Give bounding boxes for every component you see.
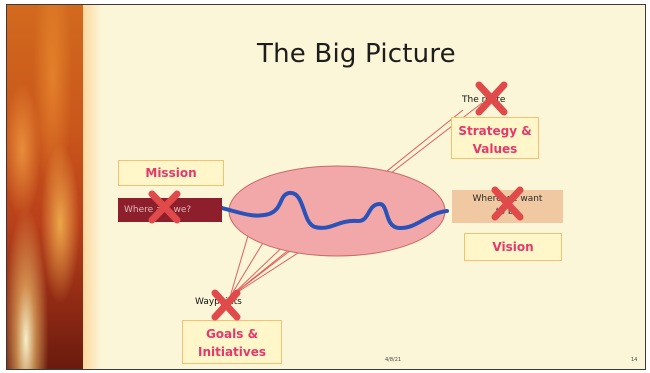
strategy-values-line2: Values [452, 140, 538, 158]
where-we-want-to-be-box: Where we want to be [452, 190, 563, 223]
goals-initiatives-line2: Initiatives [183, 343, 281, 361]
big-picture-diagram [7, 5, 645, 369]
strategy-values-line1: Strategy & [452, 122, 538, 140]
goals-initiatives-label: Goals & Initiatives [182, 320, 282, 364]
journey-ellipse [229, 166, 445, 256]
mission-label: Mission [118, 160, 224, 186]
where-we-want-line2: to be [452, 206, 563, 219]
footer-date: 4/8/21 [385, 357, 401, 363]
strategy-values-label: Strategy & Values [451, 117, 539, 159]
where-are-we-box: Where are we? [118, 198, 222, 222]
slide: The Big Picture Mission Where are we? Th… [6, 4, 646, 370]
waypoints-text: Waypoints [195, 297, 242, 307]
vision-label: Vision [464, 233, 562, 261]
where-we-want-line1: Where we want [452, 193, 563, 206]
footer-page-number: 14 [631, 357, 637, 363]
the-route-text: The route [462, 95, 505, 105]
goals-initiatives-line1: Goals & [183, 325, 281, 343]
